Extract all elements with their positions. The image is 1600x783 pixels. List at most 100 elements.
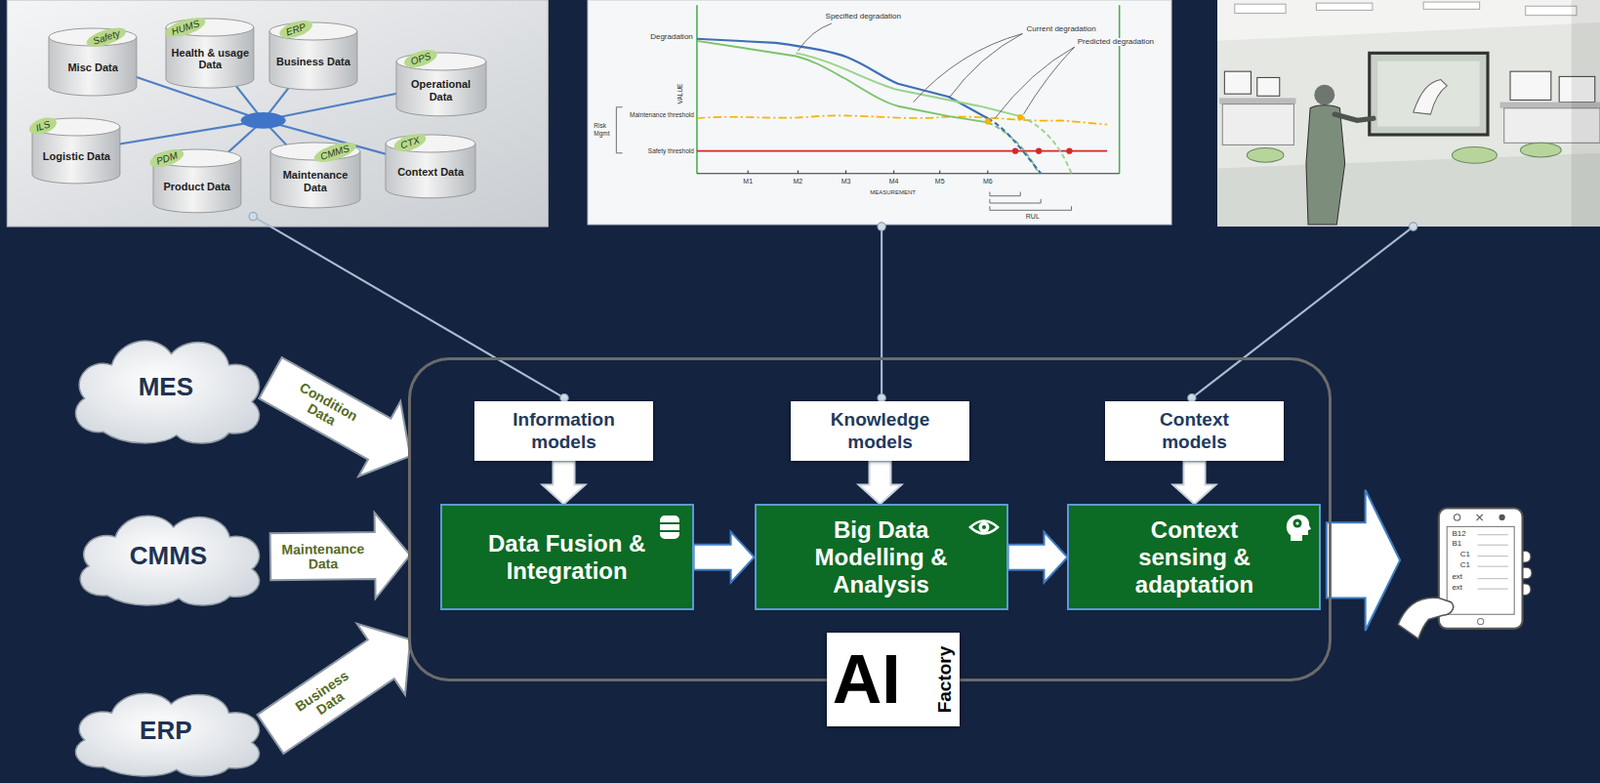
model-box: Information models (474, 401, 654, 462)
current-curve (987, 118, 1041, 173)
axis-tick (747, 170, 988, 174)
ai-factory-logo: AI Factory (826, 632, 960, 727)
panel-leader (1191, 226, 1414, 399)
screen-text: ext (1450, 573, 1464, 582)
database-cylinder: SafetyMisc Data (48, 28, 137, 96)
tablet-in-hand (1454, 514, 1461, 521)
chart-label: M4 (888, 177, 901, 186)
database-cylinder: CTXContext Data (385, 134, 476, 199)
maintenance-threshold-line (697, 115, 1108, 124)
leader-line (994, 46, 1075, 119)
data-flow-arrow (258, 357, 411, 477)
chart-label: Maintenance threshold (628, 111, 696, 119)
control-room-sketch (1234, 3, 1286, 13)
specified-curve (987, 122, 1039, 173)
database-label-group: Misc Data (53, 61, 132, 75)
predicted-curve (795, 52, 1021, 117)
model-input-arrow (542, 460, 586, 504)
rul-bracket (989, 192, 1072, 211)
icon-part (978, 522, 989, 534)
database-cylinder: CMMSMaintenance Data (270, 142, 361, 208)
leader-line (1023, 46, 1074, 115)
tablet-in-hand (1477, 588, 1509, 590)
chart-label: VALUE (677, 82, 685, 106)
degradation-chart (587, 0, 1172, 225)
source-system-cloud: CMMS (66, 502, 271, 611)
logo-text: AI (832, 645, 902, 714)
hub (241, 112, 287, 129)
control-room-sketch (1222, 104, 1294, 146)
chart-label: M6 (982, 177, 994, 186)
icon-part (659, 530, 680, 533)
database-label: Logistic Data (37, 150, 116, 164)
chart-label: Risk Mgmt (592, 122, 615, 136)
screen-text: B12 (1450, 530, 1467, 539)
leader-line (797, 23, 831, 51)
model-box: Context models (1105, 401, 1284, 462)
panel-leader (252, 216, 1413, 399)
icon-part (970, 521, 998, 534)
process-flow-arrow (694, 532, 755, 583)
icon-part (1293, 519, 1303, 529)
screen-text: B1 (1450, 539, 1463, 549)
axis-tick (797, 170, 799, 174)
tablet-in-hand (1477, 566, 1509, 568)
database-label-group: Health & usage Data (170, 46, 249, 72)
chart-label: Degradation (649, 33, 695, 42)
control-room-sketch (1334, 114, 1374, 121)
data-sources-panel (6, 0, 548, 227)
specified-curve (697, 41, 988, 124)
screen-text: C1 (1459, 561, 1472, 571)
tablet-in-hand (1477, 577, 1509, 579)
control-room-sketch (1217, 153, 1600, 227)
system-name: ERP (139, 716, 192, 746)
chart-label: Specified degradation (824, 12, 903, 22)
panel-leader (880, 226, 883, 399)
model-label: Knowledge models (820, 409, 942, 454)
chart-label: MEASUREMENT (868, 189, 917, 197)
control-room-sketch (1423, 1, 1479, 9)
model-input-arrow (859, 460, 903, 504)
database-label: Misc Data (53, 61, 132, 75)
process-box: Big Data Modelling & Analysis (754, 503, 1009, 611)
control-room-sketch (1315, 2, 1372, 10)
database-label: Maintenance Data (275, 168, 356, 194)
axis-tick (845, 170, 847, 174)
control-room-sketch (1224, 71, 1251, 94)
control-room-sketch (1369, 52, 1488, 135)
head-icon (1280, 511, 1313, 543)
source-system-cloud: MES (61, 326, 271, 449)
tablet-in-hand (1477, 555, 1509, 557)
icon-part (659, 515, 680, 539)
tablet-in-hand (1397, 597, 1454, 639)
panel-leader (248, 211, 257, 220)
database-label: Operational Data (401, 78, 482, 103)
leader-line (948, 33, 1023, 98)
control-room-sketch (1413, 80, 1447, 116)
chart-label: M2 (792, 177, 805, 186)
database-label-group: Context Data (390, 165, 471, 179)
process-box-text: Context sensing & adaptation (1110, 516, 1277, 598)
screen-text: C1 (1459, 550, 1472, 560)
chart-label: Current degradation (1025, 25, 1098, 35)
tablet-in-hand (1446, 526, 1515, 615)
axis-tick (986, 170, 988, 174)
chart-label: M3 (840, 177, 853, 186)
model-label: Information models (503, 409, 625, 454)
logo-subtext: Factory (934, 646, 955, 714)
icon-part (982, 525, 986, 530)
chart-label: M1 (741, 177, 754, 186)
eye-icon (968, 511, 1000, 543)
database-label-group: Product Data (158, 180, 237, 194)
control-room-sketch (1519, 142, 1561, 158)
database-label-group: Maintenance Data (275, 168, 356, 194)
predicted-curve (1020, 116, 1071, 174)
database-label-group: Business Data (274, 55, 353, 69)
panel-leader (248, 211, 1418, 402)
control-room-sketch (1257, 77, 1280, 96)
database-cylinder: OPSOperational Data (396, 52, 487, 117)
tablet-in-hand (1477, 533, 1509, 535)
model-input-arrow (1173, 460, 1217, 504)
database-label: Health & usage Data (170, 46, 249, 72)
